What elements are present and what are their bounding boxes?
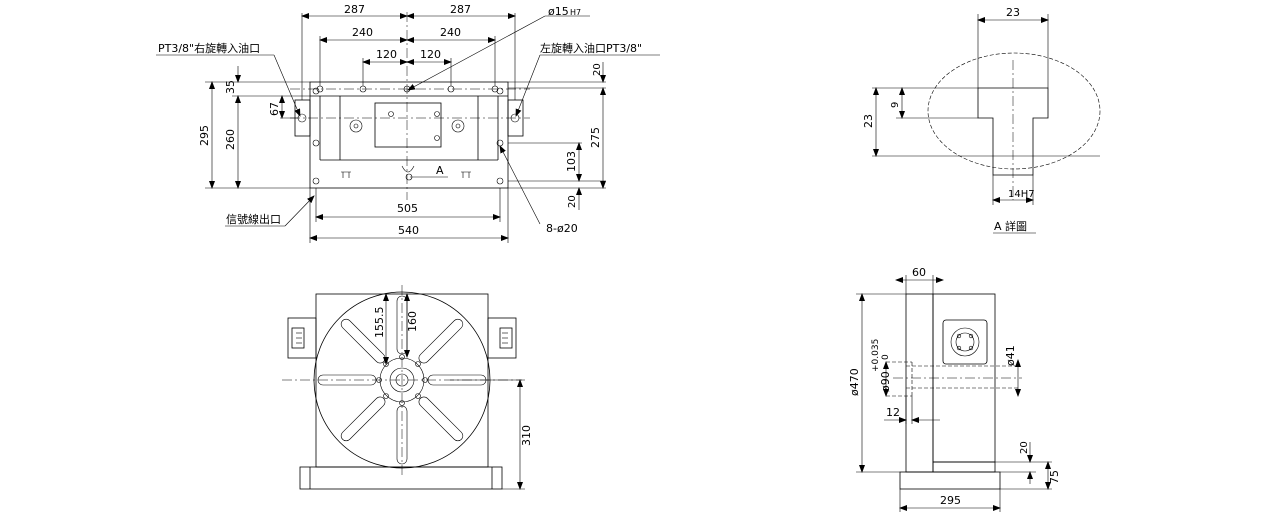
dim-phi90: ø90	[879, 371, 892, 392]
right-cylinder	[487, 317, 517, 359]
dim-275: 275	[589, 127, 602, 148]
dim-67: 67	[268, 102, 281, 116]
side-connector	[942, 319, 988, 365]
dim-155-5: 155.5	[373, 307, 386, 339]
label-left-inlet: 左旋轉入油口PT3/8"	[540, 41, 642, 55]
dim-phi15-tol: H7	[570, 8, 581, 17]
dim-35: 35	[224, 80, 237, 94]
dim-phi470: ø470	[848, 368, 861, 396]
dim-23-top: 23	[1006, 6, 1020, 19]
detail-title: A 詳圖	[994, 219, 1027, 233]
dim-540: 540	[398, 224, 419, 237]
dim-120-right: 120	[420, 48, 441, 61]
left-cylinder	[287, 317, 317, 359]
label-A: A	[436, 164, 444, 177]
dim-phi90-tol-upper: +0.035	[871, 339, 881, 372]
detail-circle	[927, 52, 1101, 170]
front-view: 287 287 240 240 120 120 ø15 H7 PT3/8"右旋轉…	[156, 3, 660, 243]
dim-phi15: ø15	[548, 5, 569, 18]
side-table	[905, 293, 934, 473]
dim-295: 295	[198, 125, 211, 146]
dim-287-right: 287	[450, 3, 471, 16]
dim-12: 12	[886, 406, 900, 419]
dim-23-left: 23	[862, 114, 875, 128]
dim-287-left: 287	[344, 3, 365, 16]
dim-20-side: 20	[1019, 441, 1030, 454]
detail-A-view: 23 23 9 14H7 A 詳圖	[862, 6, 1101, 234]
center-plate	[374, 102, 442, 148]
dim-60: 60	[912, 266, 926, 279]
left-bore	[349, 119, 363, 133]
dim-240-right: 240	[440, 26, 461, 39]
dim-295-side: 295	[940, 494, 961, 507]
label-signal-outlet: 信號線出口	[226, 212, 281, 226]
right-bore	[451, 119, 465, 133]
side-view: 60 ø470 ø90 +0.035 0 ø41 12 20 75 295	[848, 266, 1061, 512]
dim-120-left: 120	[376, 48, 397, 61]
dim-260: 260	[224, 129, 237, 150]
dim-20-bottom: 20	[567, 195, 578, 208]
side-base	[899, 471, 1001, 490]
dim-103: 103	[565, 151, 578, 172]
dim-14h7: 14H7	[1008, 189, 1035, 200]
key-slot-A	[401, 165, 415, 173]
label-right-inlet: PT3/8"右旋轉入油口	[158, 41, 260, 55]
dim-20-top: 20	[592, 63, 603, 76]
dim-160: 160	[406, 311, 419, 332]
dim-240-left: 240	[352, 26, 373, 39]
top-view: 155.5 160 310	[282, 285, 533, 490]
dim-phi41: ø41	[1004, 345, 1017, 366]
dim-310: 310	[520, 425, 533, 446]
dim-9: 9	[890, 102, 901, 108]
top-base	[299, 466, 503, 490]
dim-505: 505	[397, 202, 418, 215]
label-holes: 8-ø20	[546, 222, 578, 235]
dim-75: 75	[1048, 470, 1061, 484]
dim-phi90-tol-lower: 0	[881, 354, 891, 360]
